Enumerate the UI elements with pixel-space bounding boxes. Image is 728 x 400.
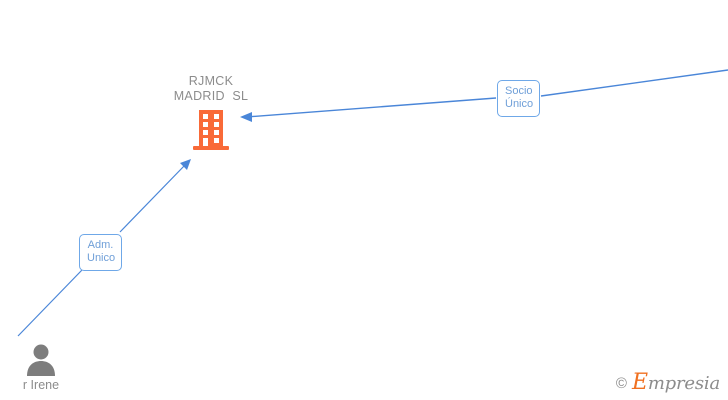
relation-label-socio-unico[interactable]: Socio Único <box>497 80 540 117</box>
edge-socio-unico-right-segment <box>540 69 728 97</box>
watermark-brand-initial: E <box>631 370 648 395</box>
person-node[interactable]: r Irene <box>0 342 96 393</box>
relation-label-adm-unico[interactable]: Adm. Unico <box>79 234 122 271</box>
edge-socio-unico-left-segment <box>245 97 497 118</box>
watermark-brand-rest: mpresia <box>647 373 720 394</box>
company-name-line2: MADRID SL <box>173 89 249 103</box>
edge-adm-unico-upper-segment <box>119 163 187 233</box>
relation-socio-unico-line2: Único <box>505 98 534 110</box>
watermark: © Empresia <box>616 372 720 394</box>
building-icon <box>193 110 229 150</box>
company-node[interactable]: RJMCK MADRID SL <box>146 74 276 152</box>
person-icon <box>27 344 55 376</box>
edge-adm-unico <box>17 159 191 337</box>
relation-adm-unico-line1: Adm. <box>87 239 114 251</box>
edge-adm-unico-lower-segment <box>17 269 83 337</box>
watermark-brand: Empresia <box>632 372 720 394</box>
relation-socio-unico-line1: Socio <box>505 85 533 97</box>
relation-adm-unico-line2: Unico <box>87 252 116 264</box>
edge-socio-unico-arrowhead <box>240 112 252 122</box>
company-name-line1: RJMCK <box>188 74 234 88</box>
edge-socio-unico <box>240 69 728 122</box>
edge-adm-unico-arrowhead <box>180 159 191 170</box>
person-name: r Irene <box>22 378 60 392</box>
copyright-icon: © <box>615 374 627 392</box>
